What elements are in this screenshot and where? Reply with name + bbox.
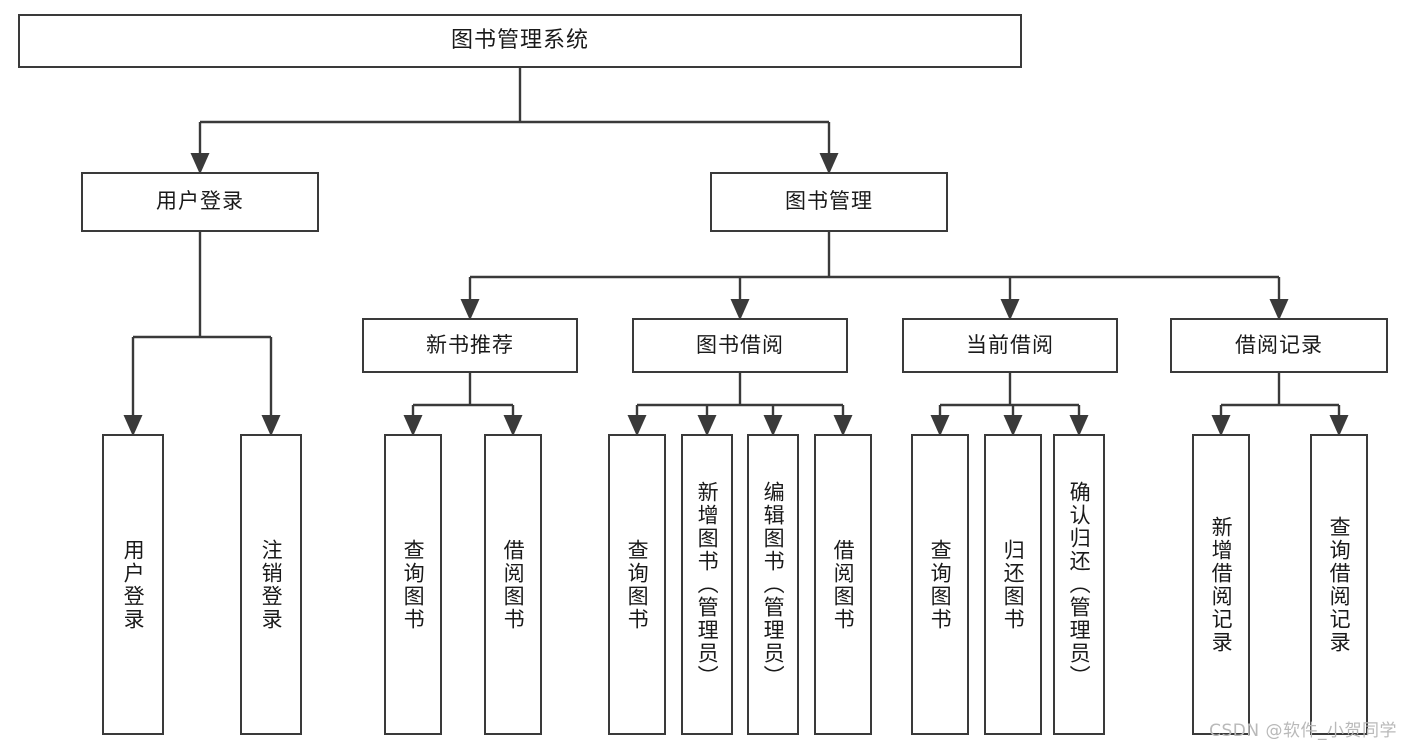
node-leaf-edit-book: 编辑图书（管理员） [747, 434, 799, 735]
node-label: 借阅图书 [501, 538, 526, 631]
node-root: 图书管理系统 [18, 14, 1022, 68]
node-label: 注销登录 [259, 538, 284, 631]
node-label: 归还图书 [1001, 538, 1026, 631]
node-label: 编辑图书（管理员） [761, 481, 786, 688]
node-label: 借阅图书 [831, 538, 856, 631]
node-leaf-user-login: 用户登录 [102, 434, 164, 735]
node-label: 查询图书 [625, 538, 650, 631]
node-label: 用户登录 [121, 538, 146, 631]
node-leaf-add-record: 新增借阅记录 [1192, 434, 1250, 735]
node-label: 图书管理 [785, 189, 873, 214]
node-borrow-record: 借阅记录 [1170, 318, 1388, 373]
node-label: 用户登录 [156, 189, 244, 214]
node-leaf-query-record: 查询借阅记录 [1310, 434, 1368, 735]
node-label: 确认归还（管理员） [1067, 481, 1092, 688]
node-label: 新书推荐 [426, 332, 514, 357]
node-current-borrow: 当前借阅 [902, 318, 1118, 373]
watermark-label: CSDN @软件_小贺同学 [1209, 721, 1397, 741]
node-label: 图书借阅 [696, 332, 784, 357]
node-leaf-borrow-book-2: 借阅图书 [814, 434, 872, 735]
node-label: 图书管理系统 [450, 27, 589, 53]
node-book-borrow: 图书借阅 [632, 318, 848, 373]
node-leaf-return-book: 归还图书 [984, 434, 1042, 735]
node-new-book-rec: 新书推荐 [362, 318, 578, 373]
node-leaf-add-book: 新增图书（管理员） [681, 434, 733, 735]
node-leaf-query-book-1: 查询图书 [384, 434, 442, 735]
node-leaf-query-book-2: 查询图书 [608, 434, 666, 735]
node-label: 查询图书 [928, 538, 953, 631]
node-label: 借阅记录 [1235, 332, 1323, 357]
node-label: 新增借阅记录 [1209, 515, 1234, 654]
node-label: 查询图书 [401, 538, 426, 631]
node-leaf-borrow-book-1: 借阅图书 [484, 434, 542, 735]
node-leaf-query-book-3: 查询图书 [911, 434, 969, 735]
node-label: 当前借阅 [966, 332, 1054, 357]
node-leaf-confirm-return: 确认归还（管理员） [1053, 434, 1105, 735]
node-leaf-user-logout: 注销登录 [240, 434, 302, 735]
node-book-manage: 图书管理 [710, 172, 948, 232]
node-label: 新增图书（管理员） [695, 481, 720, 688]
node-label: 查询借阅记录 [1327, 515, 1352, 654]
node-user-login: 用户登录 [81, 172, 319, 232]
